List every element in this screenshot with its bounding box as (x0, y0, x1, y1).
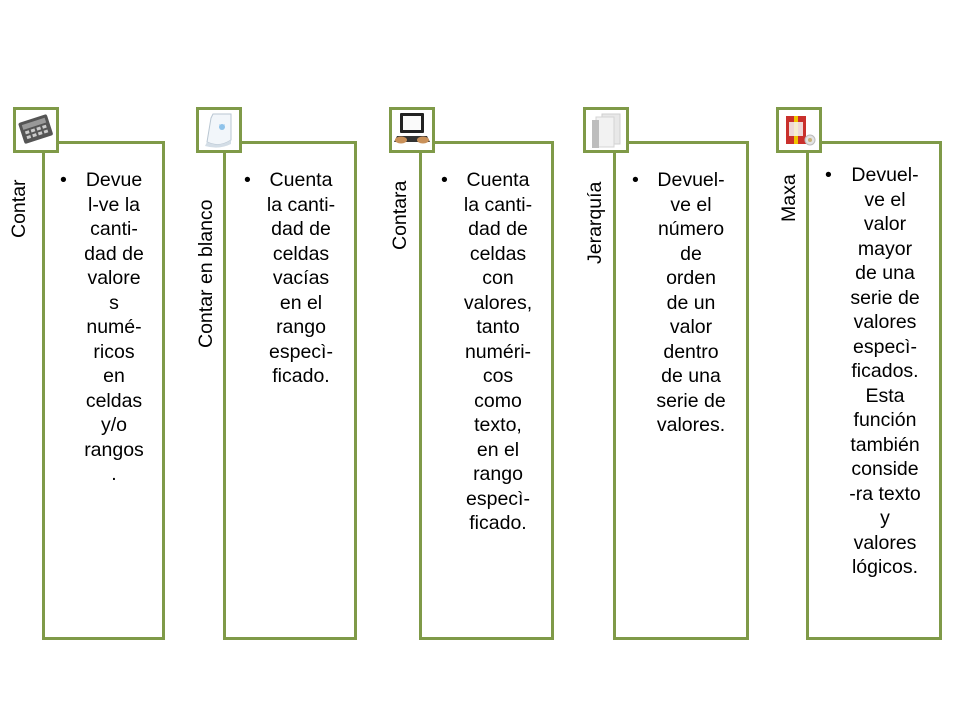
function-label: Maxa (778, 174, 800, 222)
bullet: • (244, 169, 251, 191)
description-content: Devuel- ve el número de orden de un valo… (656, 169, 726, 436)
description-text: • Cuenta la canti- dad de celdas con val… (441, 168, 545, 536)
description-text: • Devuel- ve el valor mayor de una serie… (825, 163, 935, 580)
bullet: • (632, 169, 639, 191)
function-label: Jerarquía (584, 181, 606, 264)
bullet: • (825, 164, 832, 186)
gift-icon (779, 110, 819, 150)
description-box (419, 141, 554, 640)
description-text: • Devuel- ve el número de orden de un va… (632, 168, 740, 438)
blank-document-icon (199, 110, 239, 150)
function-label: Contar (8, 179, 30, 238)
description-text: • Cuenta la canti- dad de celdas vacías … (244, 168, 348, 389)
icon-frame (196, 107, 242, 153)
laptop-icon (392, 110, 432, 150)
function-label: Contar en blanco (195, 199, 217, 348)
description-content: Cuenta la canti- dad de celdas vacías en… (266, 169, 336, 387)
description-text: • Devue l-ve la canti- dad de valore s n… (60, 168, 158, 487)
icon-frame (776, 107, 822, 153)
description-box (806, 141, 942, 640)
bullet: • (60, 169, 67, 191)
description-content: Cuenta la canti- dad de celdas con valor… (463, 169, 533, 534)
icon-frame (389, 107, 435, 153)
description-box (42, 141, 165, 640)
icon-frame (13, 107, 59, 153)
icon-frame (583, 107, 629, 153)
papers-icon (586, 110, 626, 150)
description-box (613, 141, 749, 640)
bullet: • (441, 169, 448, 191)
description-content: Devue l-ve la canti- dad de valore s num… (84, 169, 144, 485)
calculator-icon (16, 110, 56, 150)
description-content: Devuel- ve el valor mayor de una serie d… (849, 164, 921, 578)
description-box (223, 141, 357, 640)
function-label: Contara (389, 180, 411, 250)
